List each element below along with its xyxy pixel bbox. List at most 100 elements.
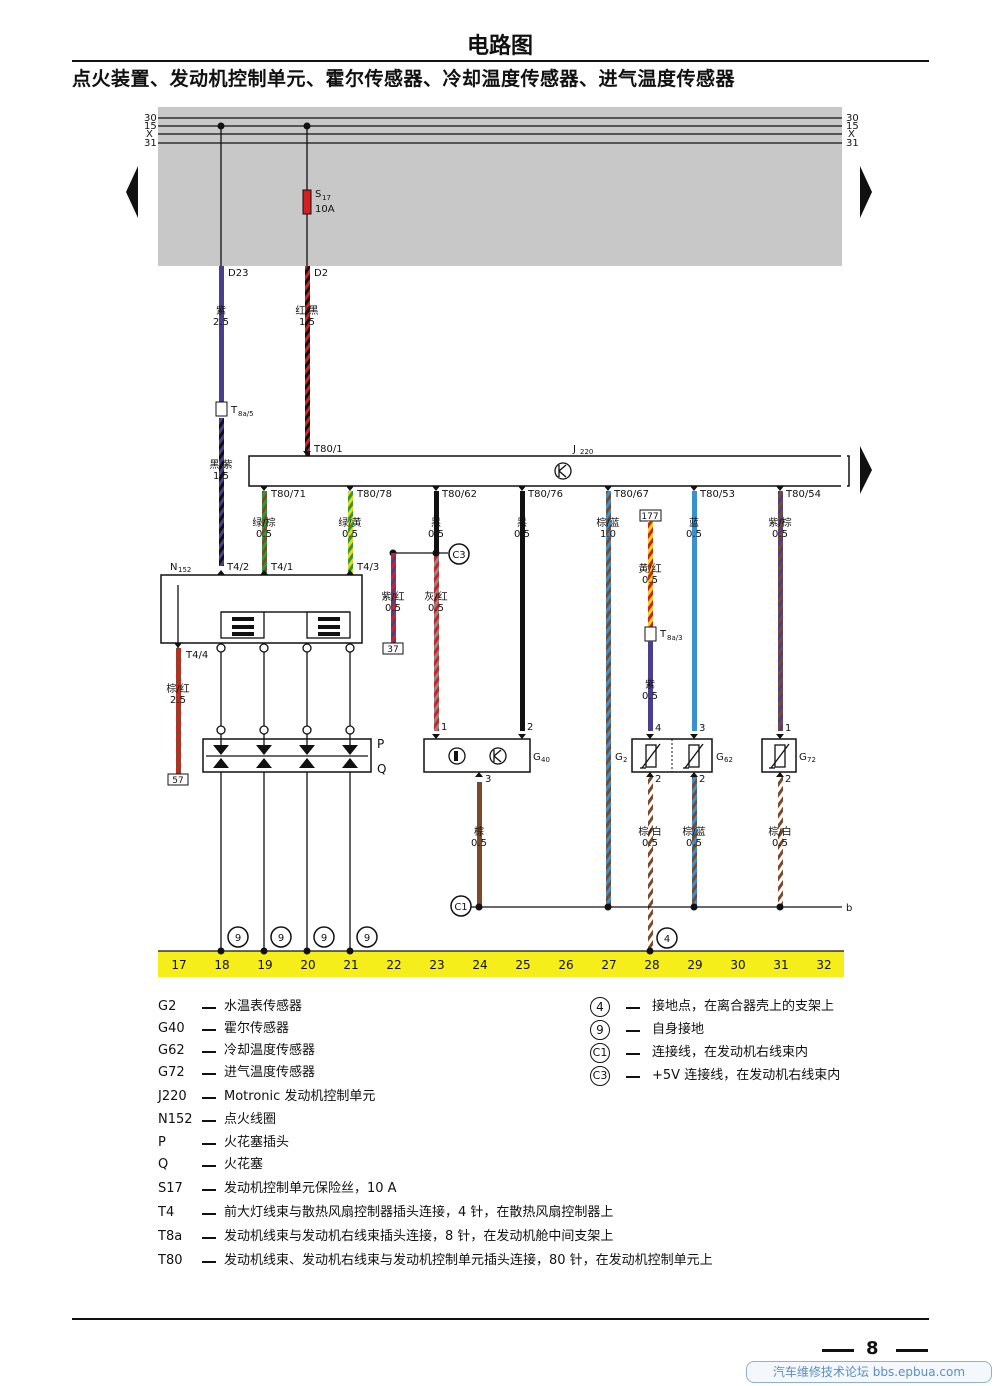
bus-number: 32 [816, 958, 831, 972]
pin-g2-4: 4 [655, 723, 661, 734]
connector-t80-71: T80/71 [270, 489, 306, 500]
legend-code: T80 [158, 1253, 183, 1268]
pin-g40-3: 3 [485, 774, 491, 785]
legend-desc: 火花塞 [224, 1157, 264, 1172]
bus-number: 20 [300, 958, 315, 972]
junction-dot [217, 122, 225, 130]
arrow-right-icon [860, 446, 872, 494]
wire-d23-purple [219, 266, 224, 402]
footer-dash [896, 1349, 928, 1352]
wire-label-color: 紫 [216, 305, 226, 317]
pin-arrow-icon [432, 734, 440, 739]
bus-number: 17 [171, 958, 186, 972]
wire-purple-red [391, 553, 396, 643]
legend-code: G62 [158, 1043, 185, 1058]
wire-label-size: 0.5 [642, 838, 658, 849]
connector-t80-62: T80/62 [441, 489, 477, 500]
ignition-coil-label: N [170, 562, 177, 573]
pin-arrow-icon [776, 486, 784, 491]
legend-dash [202, 1029, 216, 1031]
legend-desc: 进气温度传感器 [224, 1065, 316, 1080]
junction-dot [217, 947, 225, 955]
page-number: 8 [866, 1338, 879, 1359]
wire-t80-67-brown-blue [606, 491, 611, 907]
ref-ground-4: 4 [664, 934, 670, 945]
wire-t80-78-green-yellow [348, 491, 353, 575]
wire-label-size: 0.5 [471, 838, 487, 849]
legend-dash [202, 1007, 216, 1009]
legend-code: N152 [158, 1112, 193, 1127]
fuse-rating: 10A [315, 204, 335, 215]
connector-t80-67: T80/67 [613, 489, 649, 500]
pin-g72-2: 2 [785, 774, 791, 785]
connector-t80-76: T80/76 [527, 489, 563, 500]
ref-c3-circle [448, 543, 470, 565]
wire-label-size: 2.5 [213, 317, 229, 328]
wire-label-size: 0.5 [514, 529, 530, 540]
wire-label-color: 棕/蓝 [682, 825, 705, 838]
wire-label-color: 蓝 [689, 517, 699, 529]
wire-label-size: 0.5 [772, 529, 788, 540]
junction-dot [776, 903, 784, 911]
fuse-s17 [302, 189, 312, 215]
wire-t80-53-blue [692, 491, 697, 731]
wire-g40-brown [477, 782, 482, 907]
connector-d2: D2 [314, 268, 328, 279]
spark-gap-icons [213, 745, 358, 768]
hall-sensor-label: G [533, 752, 541, 763]
wire-label-color: 棕 [474, 825, 484, 838]
junction-dot [346, 947, 354, 955]
legend-desc: 发动机控制单元保险丝，10 A [224, 1181, 397, 1196]
hall-ic-icon [489, 747, 507, 765]
wire-label-color: 绿/黄 [338, 516, 361, 529]
legend-desc: 发动机线束、发动机右线束与发动机控制单元插头连接，80 针，在发动机控制单元上 [224, 1253, 713, 1268]
pin-arrow-icon [646, 734, 654, 739]
wire-label-size: 1.5 [213, 471, 229, 482]
pin-arrow-icon [346, 486, 354, 491]
ref-c3: C3 [452, 550, 465, 561]
legend-code: T8a [158, 1229, 183, 1244]
legend-row: T80 发动机线束、发动机右线束与发动机控制单元插头连接，80 针，在发动机控制单… [158, 1252, 778, 1270]
legend-mark: C1 [590, 1043, 610, 1063]
pin-arrow-icon [303, 451, 311, 456]
supply-rails [158, 117, 842, 144]
bus-number: 30 [730, 958, 745, 972]
pin-arrow-icon [690, 734, 698, 739]
legend-mark: 4 [590, 997, 610, 1017]
sensor-g2-label-sub: 2 [623, 756, 627, 764]
top-rule [72, 60, 929, 62]
legend-dash [202, 1073, 216, 1075]
bus-number: 29 [687, 958, 702, 972]
pin-arrow-icon [217, 570, 225, 575]
ref-box-57 [167, 773, 189, 786]
rail-label-30-right: 30 [846, 113, 859, 124]
hall-element-icon [448, 747, 466, 765]
bus-number: 18 [214, 958, 229, 972]
footer-dash [822, 1349, 854, 1352]
thermistor-icon [769, 743, 790, 769]
connector-t4-1: T4/1 [270, 562, 293, 573]
connector-t8a5: T [230, 405, 238, 416]
pin-arrow-icon [432, 486, 440, 491]
legend-dash [202, 1213, 216, 1215]
wire-yellow-red [648, 521, 653, 627]
wire-label-size: 0.5 [385, 603, 401, 614]
pin-arrow-icon [260, 486, 268, 491]
legend-row: C3+5V 连接线，在发动机右线束内 [590, 1066, 860, 1086]
legend-desc: 前大灯线束与散热风扇控制器插头连接，4 针，在散热风扇控制器上 [224, 1205, 614, 1220]
relay-panel [158, 107, 842, 266]
bus-number: 26 [558, 958, 573, 972]
pin-arrow-icon [776, 772, 784, 777]
wire-label-color: 黑/紫 [209, 459, 232, 471]
wire-label-size: 0.5 [642, 691, 658, 702]
pin-arrow-icon [646, 772, 654, 777]
legend-dash [202, 1120, 216, 1122]
wire-label-color: 灰/红 [424, 590, 447, 603]
ground-point-refs [227, 926, 678, 949]
